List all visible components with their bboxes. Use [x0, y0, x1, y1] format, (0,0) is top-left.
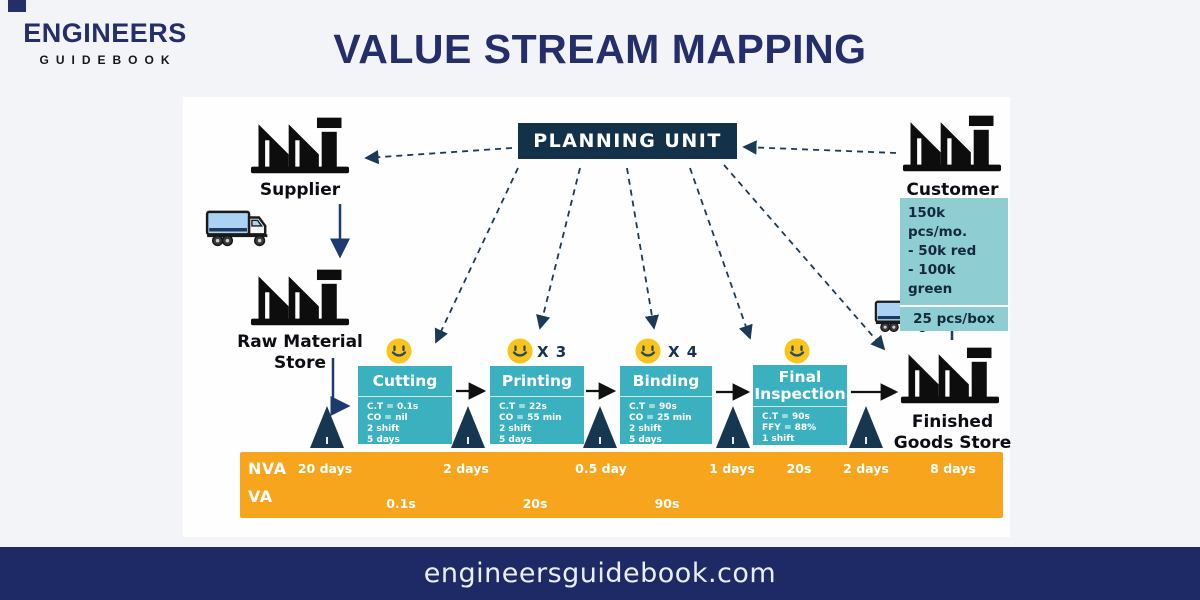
timeline-nva-value: 8 days [930, 461, 976, 476]
process-details: C.T = 0.1s CO = nil 2 shift 5 days [358, 396, 452, 448]
process-box-binding: Binding C.T = 90s CO = 25 min 2 shift 5 … [620, 366, 712, 445]
smiley-icon [386, 338, 412, 364]
operator-multiplier: X 4 [668, 343, 699, 361]
nva-axis-label: NVA [248, 459, 287, 478]
smiley-icon [635, 338, 661, 364]
timeline-nva-value: 20 days [297, 461, 353, 476]
timeline-nva-value: 0.5 day [575, 461, 627, 476]
timeline-nva-value: 2 days [443, 461, 489, 476]
raw-material-store-factory-icon [250, 264, 350, 330]
process-box-final-inspection: Final Inspection C.T = 90s FFY = 88% 1 s… [753, 365, 847, 445]
timeline-va-value: 90s [654, 496, 680, 511]
finished-goods-store-label: Finished Goods Store [893, 412, 1012, 453]
footer-bar: engineersguidebook.com [0, 547, 1200, 600]
process-name: Final Inspection [754, 368, 846, 403]
customer-demand-lines: 150k pcs/mo. - 50k red - 100k green [908, 205, 977, 297]
truck-icon [205, 206, 275, 250]
supplier-factory-icon [250, 112, 350, 178]
customer-label: Customer [906, 180, 999, 200]
process-details: C.T = 90s CO = 25 min 2 shift 5 days [620, 396, 712, 448]
timeline-nva-value: 20s [786, 461, 812, 476]
corner-accent [8, 0, 26, 12]
timeline-bar [240, 452, 1003, 518]
va-axis-label: VA [248, 487, 273, 506]
customer-pack-size: 25 pcs/box [900, 305, 1008, 331]
raw-material-store-label: Raw Material Store [237, 332, 363, 373]
brand-logo: ENGINEERS GUIDEBOOK [10, 18, 200, 67]
customer-factory-icon [900, 110, 1004, 176]
process-details: C.T = 90s FFY = 88% 1 shift [753, 406, 847, 447]
page-title: VALUE STREAM MAPPING [333, 26, 867, 72]
process-name: Cutting [372, 372, 438, 390]
process-box-printing: Printing C.T = 22s CO = 55 min 2 shift 5… [490, 366, 584, 445]
smiley-icon [507, 338, 533, 364]
customer-demand-box: 150k pcs/mo. - 50k red - 100k green 25 p… [900, 198, 1008, 331]
footer-url: engineersguidebook.com [423, 558, 777, 589]
process-details: C.T = 22s CO = 55 min 2 shift 5 days [490, 396, 584, 448]
operator-multiplier: X 3 [537, 343, 568, 361]
supplier-label: Supplier [259, 180, 341, 200]
finished-goods-store-factory-icon [898, 342, 1002, 408]
brand-subname: GUIDEBOOK [39, 53, 177, 67]
process-box-cutting: Cutting C.T = 0.1s CO = nil 2 shift 5 da… [358, 366, 452, 445]
planning-unit-box: PLANNING UNIT [518, 123, 737, 159]
process-name: Binding [632, 372, 700, 390]
timeline-nva-value: 1 days [709, 461, 755, 476]
process-name: Printing [501, 372, 573, 390]
timeline-va-value: 0.1s [386, 496, 416, 511]
brand-name: ENGINEERS [23, 18, 187, 48]
timeline-va-value: 20s [522, 496, 548, 511]
timeline-nva-value: 2 days [843, 461, 889, 476]
smiley-icon [784, 338, 810, 364]
